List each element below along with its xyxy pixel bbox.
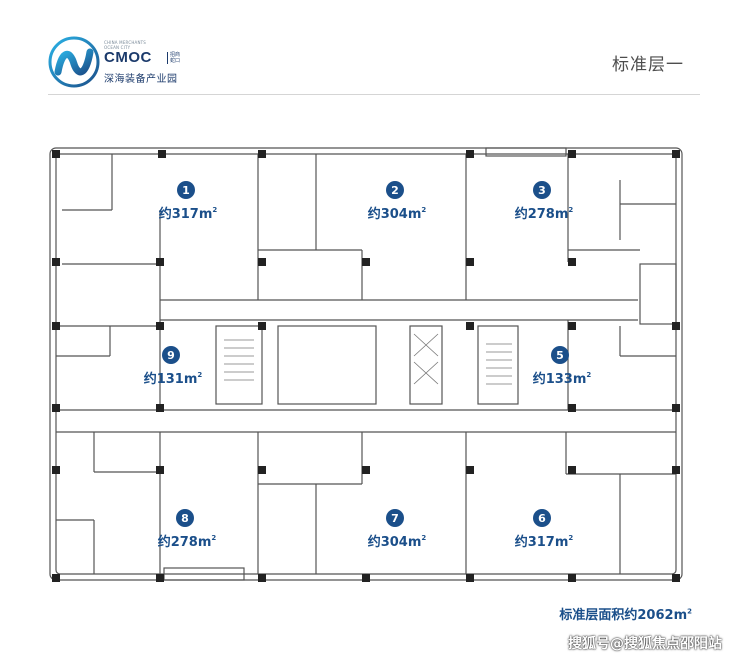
logo-small-text: CHINA MERCHANTS OCEAN CITY (104, 40, 146, 50)
outer-wall-inner (55, 153, 677, 575)
unit-number: 2 (391, 184, 399, 197)
unit-area: 约133m2 (533, 371, 592, 387)
total-area-text: 标准层面积约2062m (559, 608, 688, 623)
unit-area: 约278m2 (515, 206, 574, 222)
unit-8: 8 约278m2 (158, 509, 217, 550)
unit-badge-circle (386, 509, 404, 527)
unit-area: 约278m2 (158, 534, 217, 550)
outer-wall (49, 147, 683, 581)
logo-brand-sub: 招商 蛇口 (167, 52, 180, 64)
unit-area-sup: 2 (568, 206, 573, 214)
logo-brand: CMOC (104, 49, 152, 66)
total-floor-area: 标准层面积约2062m2 (559, 604, 692, 623)
plan-walls (49, 147, 683, 581)
unit-area: 约131m2 (144, 371, 203, 387)
unit-badge-circle (533, 509, 551, 527)
unit-number: 7 (391, 512, 399, 525)
unit-number: 3 (538, 184, 546, 197)
unit-badge-circle (386, 181, 404, 199)
unit-area-sup: 2 (197, 371, 202, 379)
logo-small-line-2: OCEAN CITY (104, 45, 131, 50)
logo-small-line-1: CHINA MERCHANTS (104, 40, 147, 45)
plan-stairs (224, 333, 512, 385)
unit-badge-circle (551, 346, 569, 364)
unit-area-sup: 2 (421, 206, 426, 214)
unit-area-sup: 2 (586, 371, 591, 379)
unit-9: 9 约131m2 (144, 346, 203, 387)
page-title: 标准层一 (612, 55, 684, 75)
unit-area: 约317m2 (159, 206, 218, 222)
logo-sub-line-2: 蛇口 (170, 58, 181, 64)
total-area-sup: 2 (687, 607, 692, 616)
unit-number: 9 (167, 349, 175, 362)
unit-badge-circle (177, 181, 195, 199)
logo-sub-line-1: 招商 (170, 52, 181, 58)
unit-area-sup: 2 (421, 534, 426, 542)
unit-badge-circle (162, 346, 180, 364)
unit-number: 1 (182, 184, 190, 197)
cmoc-logo-icon (48, 36, 100, 88)
unit-number: 6 (538, 512, 546, 525)
unit-area-sup: 2 (568, 534, 573, 542)
unit-number: 8 (181, 512, 189, 525)
unit-area-sup: 2 (211, 534, 216, 542)
unit-3: 3 约278m2 (515, 181, 574, 222)
watermark: 搜狐号@搜狐焦点邵阳站 (568, 636, 722, 652)
unit-5: 5 约133m2 (533, 346, 592, 387)
unit-6: 6 约317m2 (515, 509, 574, 550)
unit-labels: 1约317m22约304m23约278m29约131m25约133m28约278… (144, 181, 592, 550)
brand-logo: CHINA MERCHANTS OCEAN CITY CMOC 招商 蛇口 深海… (48, 32, 248, 92)
unit-number: 5 (556, 349, 564, 362)
plan-columns (52, 150, 680, 582)
unit-area: 约304m2 (368, 534, 427, 550)
unit-badge-circle (533, 181, 551, 199)
header-divider (48, 94, 700, 95)
unit-7: 7 约304m2 (368, 509, 427, 550)
unit-1: 1 约317m2 (159, 181, 218, 222)
unit-area: 约317m2 (515, 534, 574, 550)
unit-badge-circle (176, 509, 194, 527)
unit-area-sup: 2 (212, 206, 217, 214)
logo-name-cn: 深海装备产业园 (104, 74, 178, 85)
unit-area: 约304m2 (368, 206, 427, 222)
